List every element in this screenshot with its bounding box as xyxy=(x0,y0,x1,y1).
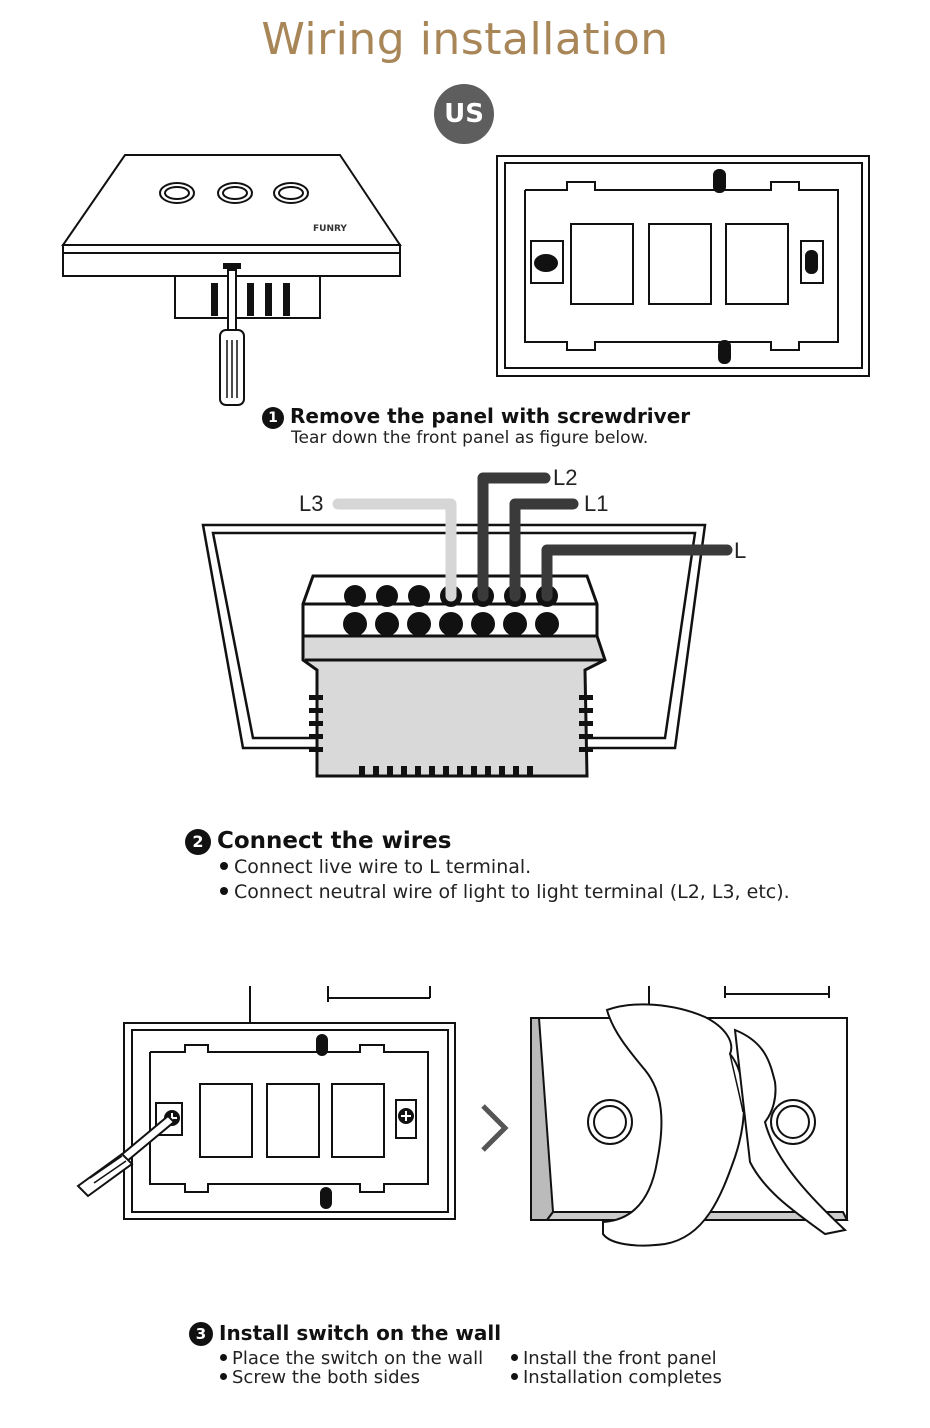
step3-right-bullet-1: Install the front panel xyxy=(511,1349,717,1368)
step2-bullet-2-text: Connect neutral wire of light to light t… xyxy=(234,881,790,903)
step2-title: Connect the wires xyxy=(217,828,452,854)
step3-left-bullet-1: Place the switch on the wall xyxy=(220,1349,483,1368)
switch-side-illustration xyxy=(61,154,402,406)
step3-right-bullet-2: Installation completes xyxy=(511,1368,722,1387)
wire-l xyxy=(541,544,733,602)
bullet-dot xyxy=(220,887,228,895)
step3-left-bullet-2-text: Screw the both sides xyxy=(232,1367,420,1388)
wire-label-l: L xyxy=(734,538,747,563)
bullet-dot xyxy=(220,862,228,870)
step2-number: 2 xyxy=(185,828,211,855)
step1-heading: 1 Remove the panel with screwdriver xyxy=(262,404,690,429)
step3-number: 3 xyxy=(189,1322,213,1346)
bullet-dot xyxy=(220,1354,227,1361)
bullet-dot xyxy=(220,1373,227,1380)
step3-left-bullet-2: Screw the both sides xyxy=(220,1368,420,1387)
wiring-diagram xyxy=(201,472,733,778)
wire-label-l2: L2 xyxy=(553,465,578,490)
wall-plate-illustration xyxy=(496,155,870,377)
step2-bullet-1-text: Connect live wire to L terminal. xyxy=(234,856,532,878)
step3-right-bullet-2-text: Installation completes xyxy=(523,1367,722,1388)
step3-title: Install switch on the wall xyxy=(219,1321,502,1345)
bullet-dot xyxy=(511,1373,518,1380)
mounting-plate-illustration xyxy=(76,986,456,1220)
region-badge: US xyxy=(434,84,494,144)
bullet-dot xyxy=(511,1354,518,1361)
page-title: Wiring installation xyxy=(261,14,669,65)
front-panel-install-illustration xyxy=(530,986,849,1247)
step1-title: Remove the panel with screwdriver xyxy=(290,404,691,428)
wire-label-l3: L3 xyxy=(299,491,324,516)
wire-l1 xyxy=(509,498,579,602)
chevron-right-icon xyxy=(481,1104,509,1152)
step3-right-bullet-1-text: Install the front panel xyxy=(523,1348,717,1369)
step1-subtitle: Tear down the front panel as figure belo… xyxy=(291,428,649,448)
wire-label-l1: L1 xyxy=(584,491,609,516)
step2-bullet-2: Connect neutral wire of light to light t… xyxy=(220,880,790,905)
step2-bullet-1: Connect live wire to L terminal. xyxy=(220,855,531,880)
step3-left-bullet-1-text: Place the switch on the wall xyxy=(232,1348,484,1369)
step1-number: 1 xyxy=(262,407,284,429)
wire-l3 xyxy=(332,498,457,602)
wire-l2 xyxy=(477,472,551,602)
brand-mark: FUNRY xyxy=(313,224,347,234)
